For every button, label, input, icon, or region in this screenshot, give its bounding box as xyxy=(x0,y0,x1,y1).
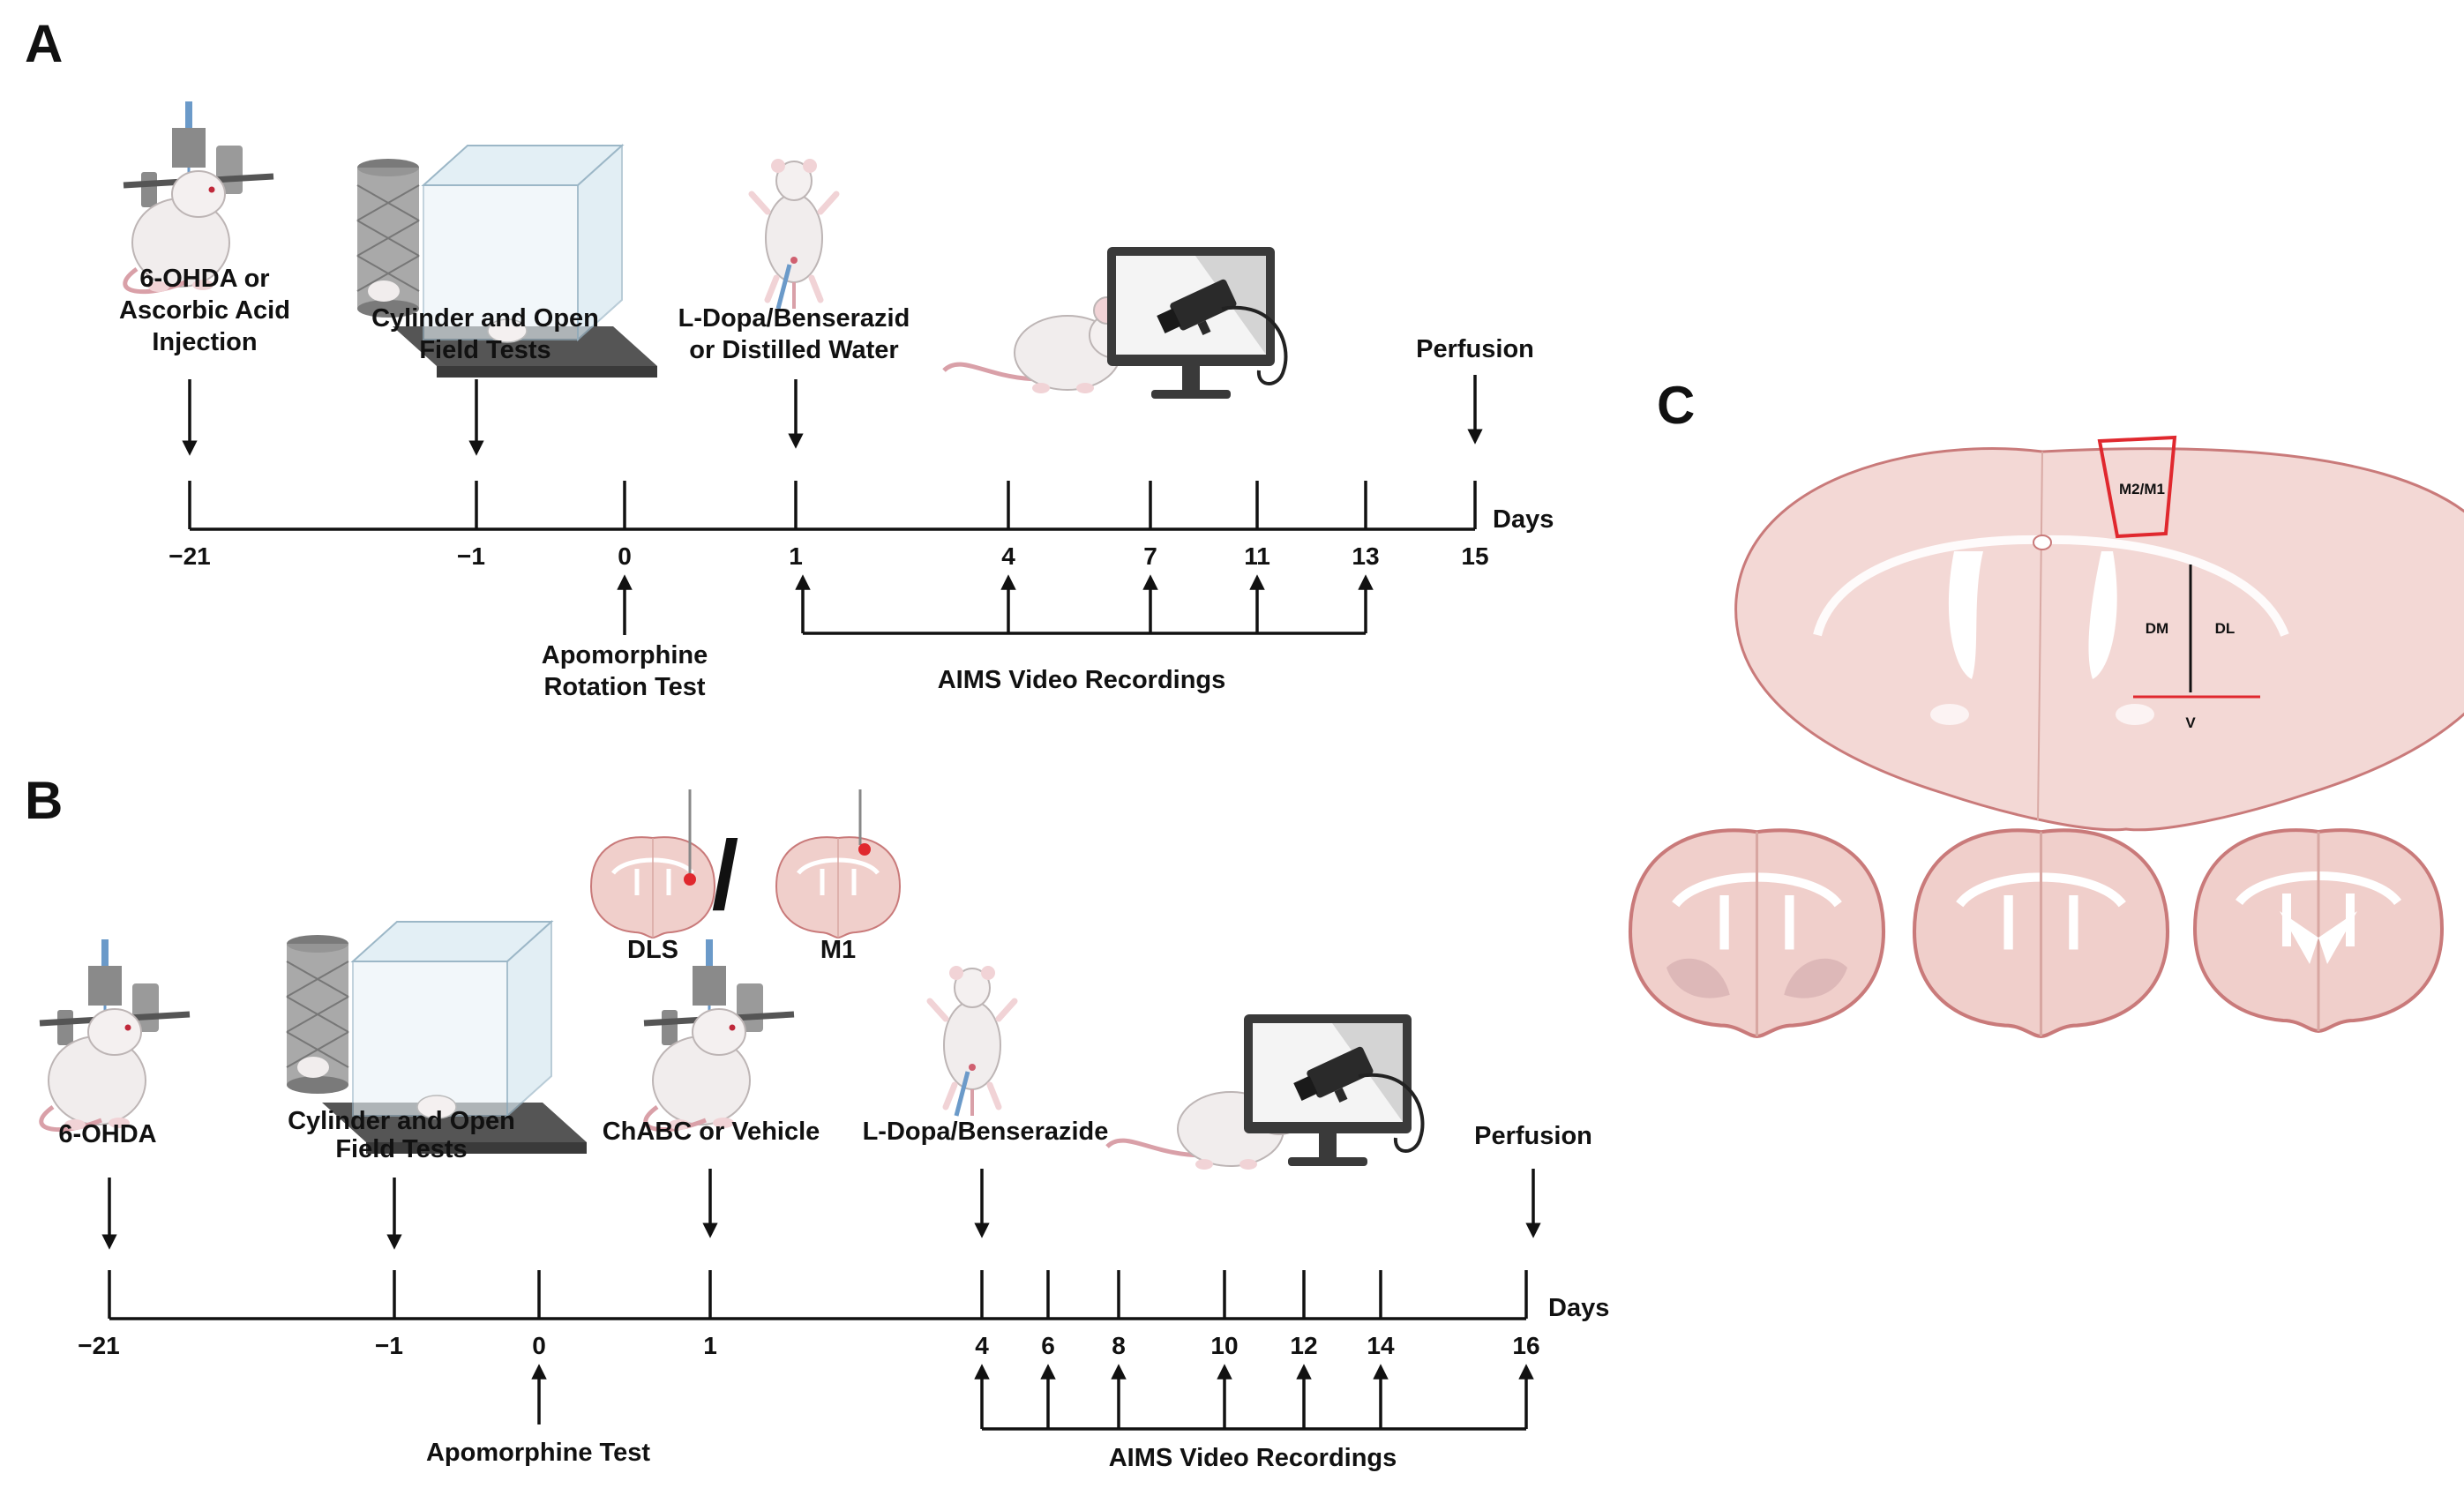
tick: 0 xyxy=(618,481,632,570)
event-label: Injection xyxy=(152,328,257,356)
site-label-m1: M1 xyxy=(820,936,856,964)
svg-text:−1: −1 xyxy=(375,1332,403,1359)
event-label: 6-OHDA xyxy=(58,1120,156,1148)
svg-text:4: 4 xyxy=(1001,542,1015,570)
panel-b-timeline: −21 −1 0 1 4 6 8 10 12 14 16 xyxy=(78,1169,1541,1431)
tick: 16 xyxy=(1512,1270,1540,1359)
site-label-dls: DLS xyxy=(627,936,678,964)
tick: 10 xyxy=(1210,1270,1239,1359)
event-label: L-Dopa/Benserazid xyxy=(678,304,910,333)
event-label: 6-OHDA or xyxy=(139,265,269,293)
tick: −1 xyxy=(457,481,485,570)
brain-section-icon xyxy=(591,837,715,938)
svg-text:4: 4 xyxy=(975,1332,989,1359)
tick: −21 xyxy=(78,1270,120,1359)
axis-label: Days xyxy=(1493,505,1554,534)
additional-brain-sections xyxy=(1630,830,2442,1036)
tick: 8 xyxy=(1112,1270,1126,1359)
event-label: Perfusion xyxy=(1416,335,1534,363)
panel-letter-b: B xyxy=(25,771,63,830)
svg-text:1: 1 xyxy=(703,1332,717,1359)
tick: 12 xyxy=(1290,1270,1318,1359)
svg-text:0: 0 xyxy=(532,1332,546,1359)
stereotaxic-rat-icon xyxy=(40,939,190,1130)
region-label-v: V xyxy=(2185,714,2196,731)
panel-a-timeline: −21 −1 0 1 4 7 11 13 15 xyxy=(169,375,1489,635)
tick: 1 xyxy=(703,1270,717,1359)
brain-section-icon xyxy=(1914,830,2168,1036)
m2-m1-region-outline xyxy=(2097,435,2177,539)
event-label: Cylinder and Open xyxy=(371,304,599,333)
region-label-m2-m1: M2/M1 xyxy=(2119,481,2165,497)
recordings-label: AIMS Video Recordings xyxy=(1109,1444,1397,1472)
tick: 11 xyxy=(1244,481,1270,570)
tick: 13 xyxy=(1352,481,1380,570)
tick: 6 xyxy=(1041,1270,1055,1359)
event-label: Perfusion xyxy=(1474,1122,1592,1150)
event-label: L-Dopa/Benserazide xyxy=(863,1118,1109,1146)
site-separator: / xyxy=(712,821,739,930)
svg-text:14: 14 xyxy=(1367,1332,1395,1359)
svg-text:−21: −21 xyxy=(169,542,211,570)
event-label: Rotation Test xyxy=(543,673,705,701)
lateral-ventricle xyxy=(1948,551,1983,679)
region-label-dl: DL xyxy=(2215,620,2236,637)
svg-text:−21: −21 xyxy=(78,1332,120,1359)
tick: 15 xyxy=(1461,481,1489,570)
coronal-brain-section: M2/M1 DM DL V xyxy=(1734,435,2464,832)
brain-section-icon xyxy=(2195,830,2442,1031)
tick: 4 xyxy=(1001,481,1015,570)
tick: 0 xyxy=(532,1270,546,1359)
svg-text:6: 6 xyxy=(1041,1332,1055,1359)
axis-label: Days xyxy=(1548,1294,1609,1322)
event-label: Apomorphine Test xyxy=(426,1439,650,1467)
svg-text:8: 8 xyxy=(1112,1332,1126,1359)
injected-rat-icon xyxy=(752,159,836,309)
event-label: or Distilled Water xyxy=(689,336,898,364)
event-label: Ascorbic Acid xyxy=(119,296,290,325)
region-label-dm: DM xyxy=(2146,620,2168,637)
svg-text:10: 10 xyxy=(1210,1332,1238,1359)
stereotaxic-rat-icon xyxy=(644,939,794,1130)
tick: 14 xyxy=(1367,1270,1395,1359)
event-label: Field Tests xyxy=(419,336,550,364)
svg-text:12: 12 xyxy=(1290,1332,1317,1359)
stereotaxic-rat-icon xyxy=(124,101,273,292)
event-label: Field Tests xyxy=(335,1135,467,1163)
svg-text:0: 0 xyxy=(618,542,632,570)
injected-rat-icon xyxy=(930,966,1015,1116)
lateral-ventricle xyxy=(2088,551,2117,679)
panel-a-event-labels: 6-OHDA or Ascorbic Acid Injection Cylind… xyxy=(119,265,1554,701)
camera-monitor-icon xyxy=(1105,245,1288,400)
tick: −21 xyxy=(169,481,211,570)
svg-text:−1: −1 xyxy=(457,542,485,570)
tick: −1 xyxy=(375,1270,403,1359)
injection-site-dot xyxy=(684,873,696,886)
svg-text:16: 16 xyxy=(1512,1332,1539,1359)
svg-text:13: 13 xyxy=(1352,542,1379,570)
injection-site-dot xyxy=(858,843,871,856)
panel-b-event-labels: 6-OHDA Cylinder and Open Field Tests ChA… xyxy=(58,1107,1609,1472)
svg-text:7: 7 xyxy=(1143,542,1157,570)
svg-text:1: 1 xyxy=(789,542,803,570)
panel-letter-c: C xyxy=(1657,376,1695,435)
event-label: ChABC or Vehicle xyxy=(603,1118,820,1146)
tick: 7 xyxy=(1143,481,1157,570)
event-label: Cylinder and Open xyxy=(288,1107,515,1135)
brain-section-icon xyxy=(776,837,900,938)
brain-section-icon xyxy=(1630,830,1884,1036)
panel-letter-a: A xyxy=(25,14,63,73)
tick: 1 xyxy=(789,481,803,570)
event-label: Apomorphine xyxy=(542,641,708,669)
recordings-label: AIMS Video Recordings xyxy=(938,666,1226,694)
tick: 4 xyxy=(975,1270,989,1359)
panel-b-brain-sites: / DLS M1 xyxy=(591,789,900,964)
svg-text:11: 11 xyxy=(1244,542,1270,570)
svg-text:15: 15 xyxy=(1461,542,1488,570)
